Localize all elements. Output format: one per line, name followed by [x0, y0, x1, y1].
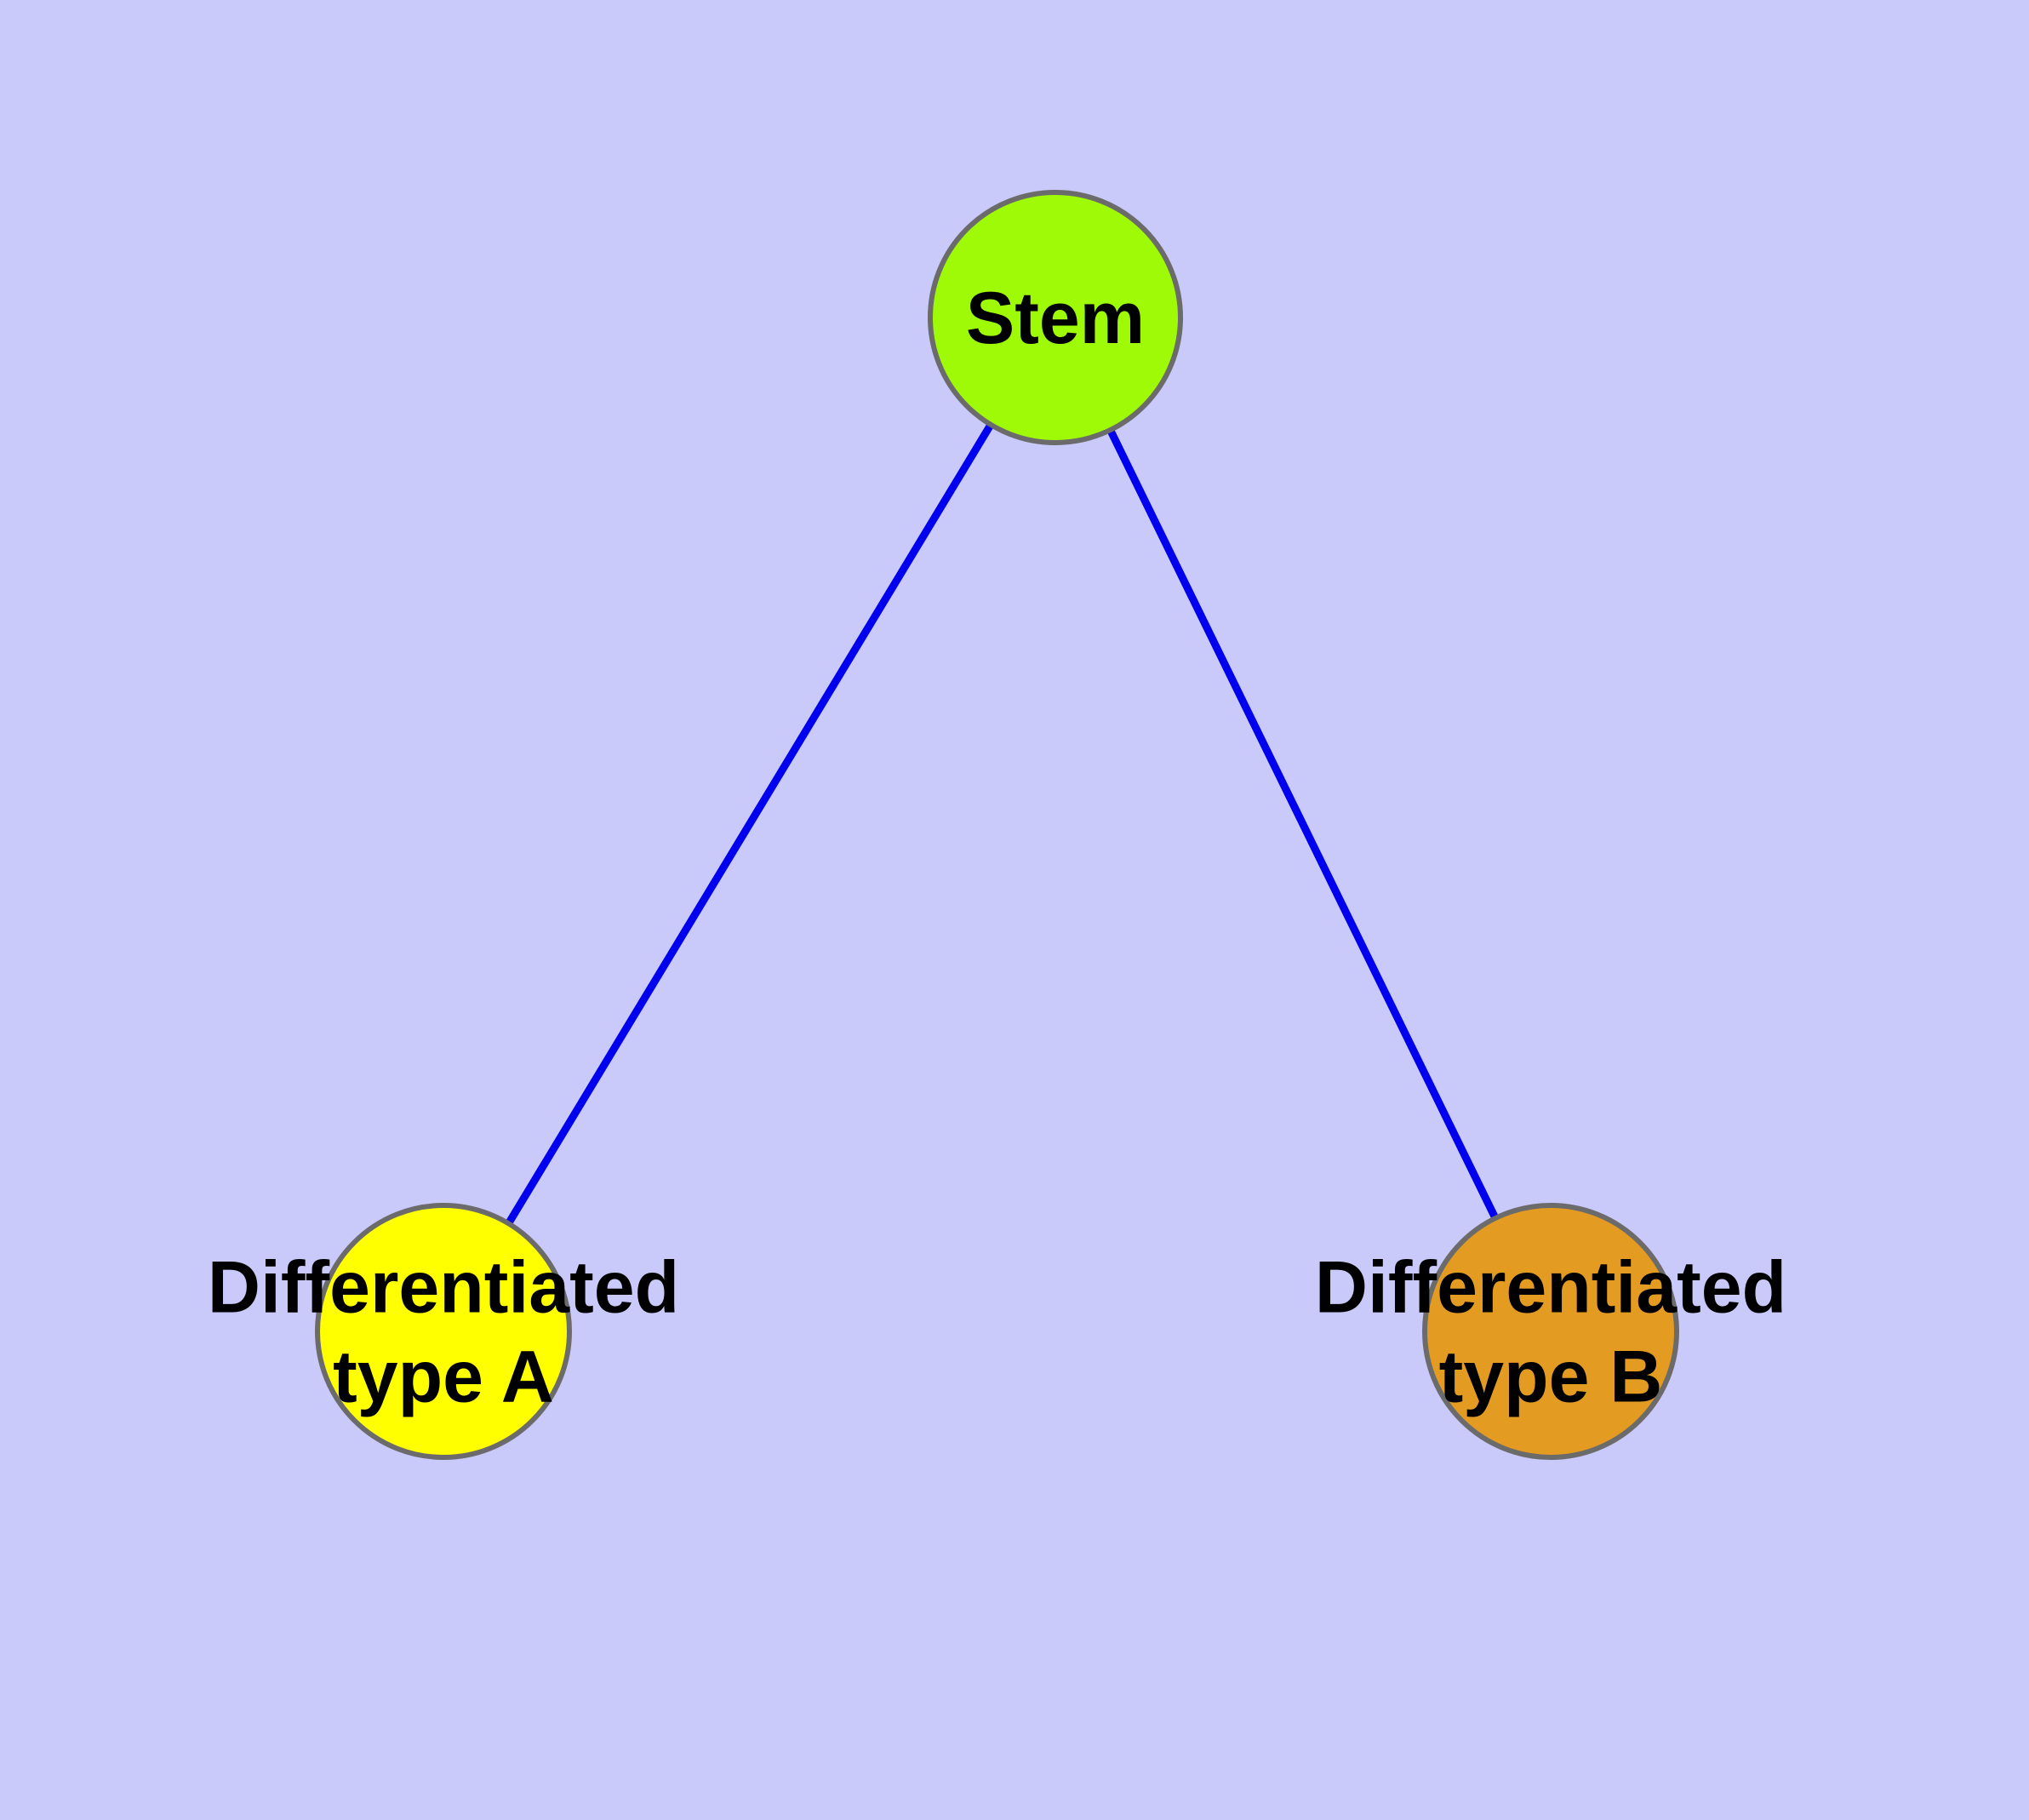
graph-node-label-line: type B [1439, 1336, 1663, 1418]
nodes-layer [315, 190, 1679, 1460]
graph-node-diff_b[interactable] [1422, 1203, 1679, 1460]
graph-edge-stem-to-diff_a[interactable] [506, 424, 993, 1224]
graph-node-label-line: type A [333, 1336, 554, 1418]
graph-node-label-stem: Stem [966, 278, 1145, 359]
graph-node-label-line: Stem [966, 278, 1145, 359]
graph-edge-stem-to-diff_b[interactable] [1107, 429, 1499, 1219]
graph-node-label-line: Differentiated [208, 1247, 679, 1329]
graph-node-stem[interactable] [928, 190, 1183, 445]
graph-node-label-line: Differentiated [1315, 1247, 1786, 1329]
edges-layer [506, 424, 1499, 1224]
graph-node-diff_a[interactable] [315, 1203, 572, 1460]
